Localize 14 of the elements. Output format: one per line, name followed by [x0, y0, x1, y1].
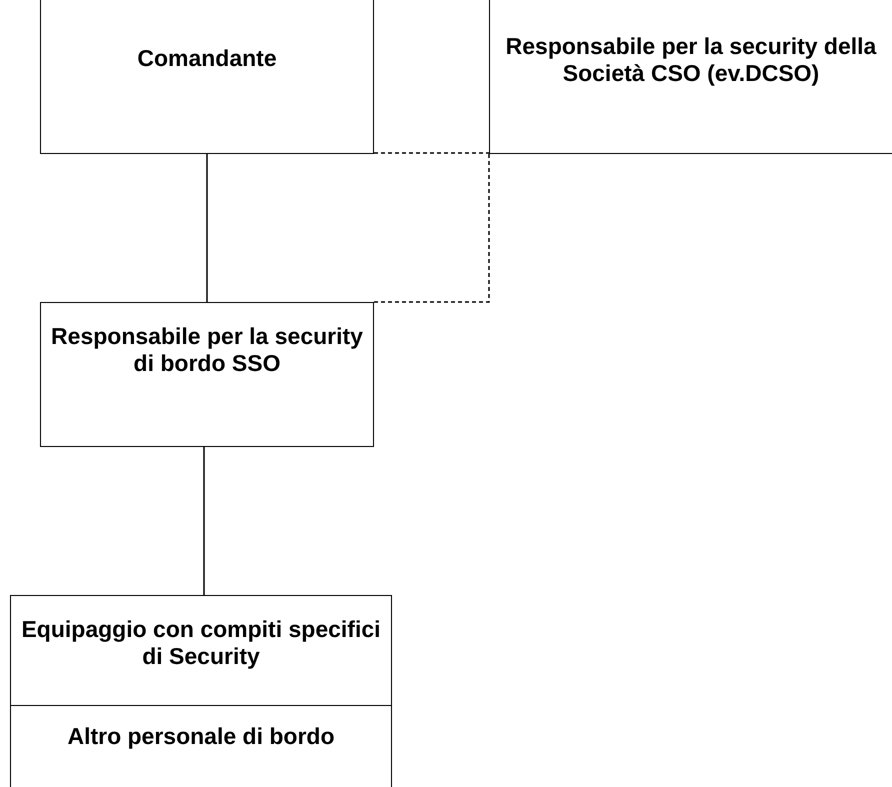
- role-label: Comandante: [137, 45, 277, 73]
- connector: [203, 447, 205, 595]
- connector: [206, 154, 208, 302]
- dashed-connector: [374, 152, 489, 154]
- org-box: [10, 705, 392, 787]
- dashed-connector: [374, 154, 490, 303]
- org-box: [40, 0, 374, 154]
- org-box: [10, 595, 392, 706]
- role-label: Responsabile per la security di bordo SSO: [50, 323, 364, 378]
- org-box: [489, 0, 892, 154]
- org-box: [40, 302, 374, 447]
- role-label: Equipaggio con compiti specifici di Security: [20, 616, 382, 671]
- role-label: Altro personale di bordo: [67, 723, 335, 751]
- role-label: Responsabile per la security della Società CSO (ev.DCSO): [504, 33, 878, 88]
